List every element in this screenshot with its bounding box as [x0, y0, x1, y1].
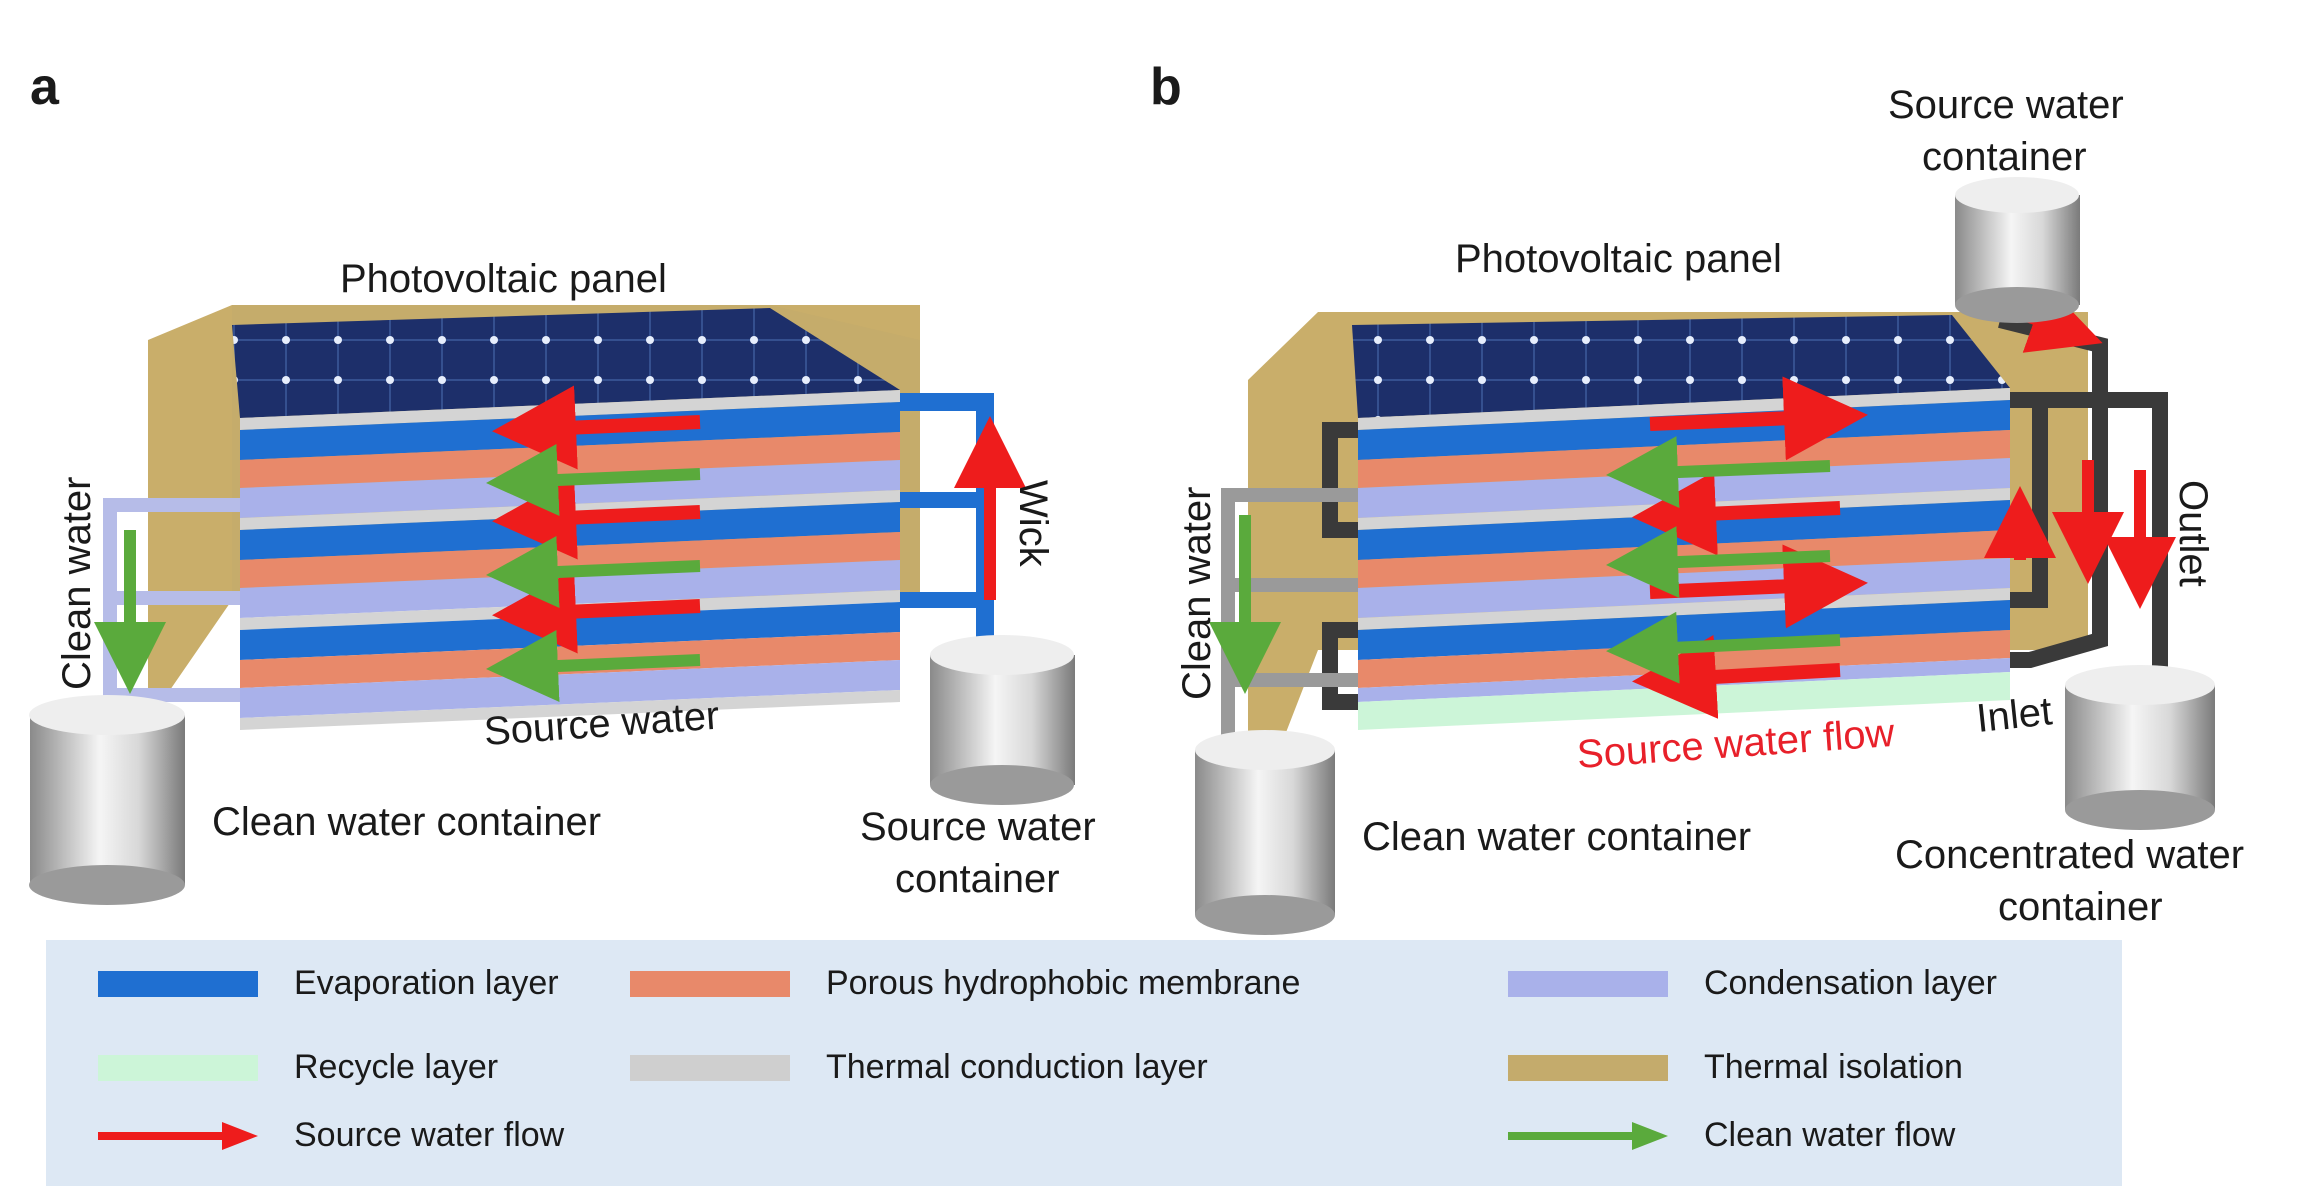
panel-b-clean-water-container: [1195, 730, 1335, 935]
condensation-swatch: [1508, 970, 1668, 997]
legend-isolation: Thermal isolation: [1508, 1048, 1963, 1087]
legend-clean-flow: Clean water flow: [1508, 1116, 1955, 1155]
panel-a-clean-water-label: Clean water: [55, 477, 99, 690]
legend-recycle-label: Recycle layer: [294, 1048, 499, 1086]
panel-a-source-flow-arrows: [492, 385, 701, 654]
legend-condensation: Condensation layer: [1508, 964, 1997, 1003]
panel-a-source-water-container: [930, 635, 1075, 805]
legend-membrane-label: Porous hydrophobic membrane: [826, 964, 1301, 1002]
legend: Evaporation layer Porous hydrophobic mem…: [46, 940, 2122, 1186]
panel-b-source-flow-label: Source water flow: [1576, 711, 1896, 777]
panel-a-layer-stack: [240, 390, 900, 730]
panel-b-source-container-line1: Source water: [1888, 83, 2124, 127]
panel-b-concentrated-line2: container: [1998, 885, 2163, 929]
recycle-swatch: [98, 1054, 258, 1081]
isolation-swatch: [1508, 1054, 1668, 1081]
membrane-swatch: [630, 970, 790, 997]
panel-b-clean-flow-arrows: [1606, 436, 1841, 684]
panel-b-concentrated-line1: Concentrated water: [1895, 833, 2244, 877]
legend-conduction-label: Thermal conduction layer: [826, 1048, 1208, 1086]
legend-membrane: Porous hydrophobic membrane: [630, 964, 1300, 1003]
conduction-swatch: [630, 1054, 790, 1081]
panel-b-concentrated-water-container: [2065, 665, 2215, 830]
panel-a-source-container-line1: Source water: [860, 805, 1096, 849]
legend-isolation-label: Thermal isolation: [1704, 1048, 1963, 1086]
panel-a-clean-water-container: [29, 695, 185, 905]
panel-a-wick-label: Wick: [1011, 480, 1055, 568]
panel-b-source-water-container: [1955, 177, 2080, 323]
panel-b-source-container-line2: container: [1922, 135, 2087, 179]
panel-b-photovoltaic-label: Photovoltaic panel: [1455, 237, 1782, 281]
panel-a-photovoltaic-label: Photovoltaic panel: [340, 257, 667, 301]
panel-b-clean-container-label: Clean water container: [1362, 815, 1751, 859]
panel-b-outlet-label: Outlet: [2171, 480, 2215, 587]
legend-source-flow-label: Source water flow: [294, 1116, 565, 1154]
panel-a-photovoltaic-panel: [232, 308, 900, 418]
source-flow-arrow-icon: [98, 1121, 258, 1150]
legend-clean-flow-label: Clean water flow: [1704, 1116, 1956, 1154]
panel-a-clean-container-label: Clean water container: [212, 800, 601, 844]
legend-evaporation: Evaporation layer: [98, 964, 559, 1003]
panel-a-clean-flow-arrows: [486, 444, 701, 702]
legend-conduction: Thermal conduction layer: [630, 1048, 1208, 1087]
panel-b-clean-water-label: Clean water: [1175, 487, 1219, 700]
clean-flow-arrow-icon: [1508, 1121, 1668, 1150]
legend-evaporation-label: Evaporation layer: [294, 964, 559, 1002]
panel-b-inlet-label: Inlet: [1974, 689, 2054, 741]
evaporation-swatch: [98, 970, 258, 997]
legend-condensation-label: Condensation layer: [1704, 964, 1997, 1002]
panel-a-letter: a: [30, 58, 60, 116]
panel-b-source-flow-arrows: [1632, 376, 1868, 719]
panel-a-wick: [900, 393, 1026, 640]
panel-b-letter: b: [1150, 58, 1182, 116]
legend-source-flow: Source water flow: [98, 1116, 564, 1155]
panel-a-source-container-line2: container: [895, 857, 1060, 901]
legend-recycle: Recycle layer: [98, 1048, 498, 1087]
